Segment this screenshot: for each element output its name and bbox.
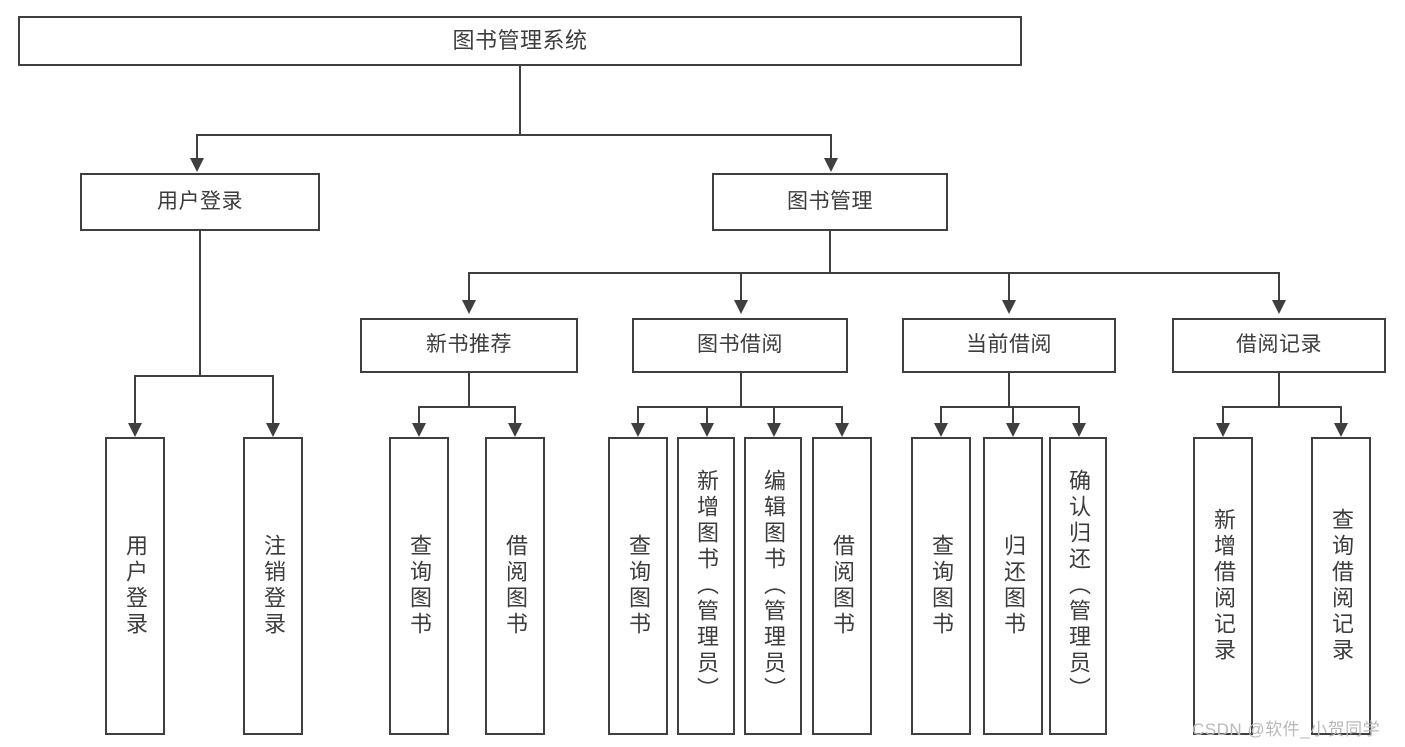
leaf-book-borrow-edit-book-admin[interactable]: 编辑图书（管理员） [744, 437, 802, 735]
node-label: 用户登录 [123, 534, 148, 638]
node-new-book-recommend[interactable]: 新书推荐 [360, 318, 578, 373]
connector-level3-bus [468, 272, 1278, 274]
connector-book-borrow-drop-1 [637, 406, 639, 423]
node-current-borrow[interactable]: 当前借阅 [902, 318, 1116, 373]
node-label: 借阅图书 [503, 534, 528, 638]
connector-book-management-stem [829, 231, 831, 272]
node-label: 新书推荐 [426, 333, 512, 357]
arrow-book-borrow-leaf-3 [767, 423, 781, 437]
arrow-current-borrow-leaf-3 [1072, 423, 1086, 437]
leaf-new-book-borrow-book[interactable]: 借阅图书 [485, 437, 545, 735]
arrow-user-login-leaf-2 [266, 423, 280, 437]
node-label: 新增借阅记录 [1211, 508, 1236, 664]
arrow-current-borrow-leaf-2 [1006, 423, 1020, 437]
leaf-current-borrow-confirm-return-admin[interactable]: 确认归还（管理员） [1049, 437, 1107, 735]
node-label: 注销登录 [261, 534, 286, 638]
connector-book-borrow-drop-3 [773, 406, 775, 423]
connector-current-borrow-bus [940, 406, 1080, 408]
leaf-user-login-login[interactable]: 用户登录 [105, 437, 165, 735]
node-label: 查询图书 [929, 534, 954, 638]
node-label: 图书管理系统 [452, 28, 588, 54]
connector-borrow-record-stem [1278, 373, 1280, 406]
node-label: 图书借阅 [697, 333, 783, 357]
arrow-borrow-record-leaf-2 [1334, 423, 1348, 437]
connector-current-borrow-drop-1 [940, 406, 942, 423]
connector-new-book-stem [468, 373, 470, 406]
leaf-book-borrow-add-book-admin[interactable]: 新增图书（管理员） [677, 437, 735, 735]
connector-level2-bus [196, 134, 832, 136]
arrow-level3-1 [462, 300, 476, 314]
node-label: 用户登录 [157, 189, 243, 213]
node-label: 图书管理 [787, 189, 873, 213]
arrow-borrow-record-leaf-1 [1216, 423, 1230, 437]
leaf-current-borrow-query-book[interactable]: 查询图书 [911, 437, 971, 735]
node-label: 借阅图书 [830, 534, 855, 638]
node-label: 查询图书 [626, 534, 651, 638]
connector-root-stem [519, 66, 521, 134]
connector-user-login-bus [134, 375, 272, 377]
arrow-level3-4 [1272, 300, 1286, 314]
connector-user-login-drop-2 [272, 375, 274, 423]
leaf-user-login-logout[interactable]: 注销登录 [243, 437, 303, 735]
node-root-book-management-system[interactable]: 图书管理系统 [18, 16, 1022, 66]
connector-new-book-drop-1 [418, 406, 420, 423]
node-label: 新增图书（管理员） [694, 469, 719, 703]
leaf-new-book-query-book[interactable]: 查询图书 [389, 437, 449, 735]
arrow-to-book-management [824, 158, 838, 172]
leaf-book-borrow-borrow-book[interactable]: 借阅图书 [812, 437, 872, 735]
node-label: 查询借阅记录 [1329, 508, 1354, 664]
node-label: 归还图书 [1001, 534, 1026, 638]
leaf-borrow-record-query-record[interactable]: 查询借阅记录 [1311, 437, 1371, 735]
arrow-user-login-leaf-1 [128, 423, 142, 437]
connector-book-borrow-drop-4 [841, 406, 843, 423]
connector-new-book-bus [418, 406, 516, 408]
connector-user-login-stem [199, 231, 201, 375]
connector-user-login-drop-1 [134, 375, 136, 423]
connector-borrow-record-drop-2 [1340, 406, 1342, 423]
arrow-new-book-leaf-1 [412, 423, 426, 437]
node-book-borrow[interactable]: 图书借阅 [632, 318, 848, 373]
node-label: 借阅记录 [1236, 333, 1322, 357]
connector-to-user-login [196, 134, 198, 158]
connector-current-borrow-drop-3 [1078, 406, 1080, 423]
connector-level3-drop-3 [1008, 272, 1010, 300]
arrow-new-book-leaf-2 [508, 423, 522, 437]
leaf-current-borrow-return-book[interactable]: 归还图书 [983, 437, 1043, 735]
node-user-login[interactable]: 用户登录 [80, 173, 320, 231]
connector-borrow-record-drop-1 [1222, 406, 1224, 423]
node-borrow-record[interactable]: 借阅记录 [1172, 318, 1386, 373]
node-label: 当前借阅 [966, 333, 1052, 357]
node-label: 查询图书 [407, 534, 432, 638]
connector-current-borrow-stem [1008, 373, 1010, 406]
arrow-current-borrow-leaf-1 [934, 423, 948, 437]
leaf-book-borrow-query-book[interactable]: 查询图书 [608, 437, 668, 735]
arrow-to-user-login [190, 158, 204, 172]
connector-borrow-record-bus [1222, 406, 1340, 408]
connector-level3-drop-2 [740, 272, 742, 300]
node-book-management[interactable]: 图书管理 [712, 173, 948, 231]
arrow-book-borrow-leaf-1 [631, 423, 645, 437]
arrow-book-borrow-leaf-4 [835, 423, 849, 437]
connector-book-borrow-stem [740, 373, 742, 406]
arrow-level3-3 [1002, 300, 1016, 314]
arrow-level3-2 [734, 300, 748, 314]
connector-to-book-management [830, 134, 832, 158]
connector-book-borrow-bus [637, 406, 843, 408]
leaf-borrow-record-add-record[interactable]: 新增借阅记录 [1193, 437, 1253, 735]
node-label: 确认归还（管理员） [1066, 469, 1091, 703]
connector-new-book-drop-2 [514, 406, 516, 423]
arrow-book-borrow-leaf-2 [700, 423, 714, 437]
connector-book-borrow-drop-2 [706, 406, 708, 423]
connector-current-borrow-drop-2 [1012, 406, 1014, 423]
node-label: 编辑图书（管理员） [761, 469, 786, 703]
connector-level3-drop-4 [1278, 272, 1280, 300]
connector-level3-drop-1 [468, 272, 470, 300]
